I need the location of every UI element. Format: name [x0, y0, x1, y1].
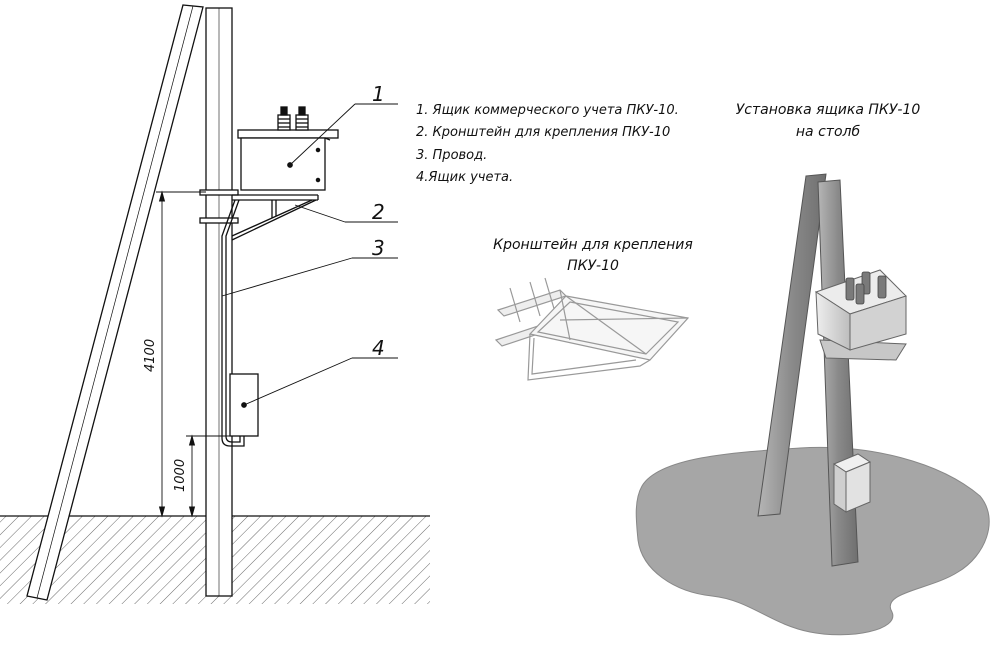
- strut-edge-line: [36, 5, 194, 599]
- ground-shadow: [635, 446, 990, 636]
- render-meter-box: [832, 453, 872, 513]
- install-caption-line1: Установка ящика ПКУ-10: [736, 102, 921, 118]
- pku-10-box: [237, 106, 339, 191]
- insulator-left-icon: [277, 106, 291, 131]
- legend-item-2: 2. Кронштейн для крепления ПКУ-10: [416, 125, 670, 140]
- render-pku-box: [814, 269, 907, 351]
- bracket-caption-line2: ПКУ-10: [567, 258, 619, 274]
- render-strut-pole: [757, 173, 827, 517]
- insulator-right-icon: [295, 106, 309, 131]
- callout-2: 2: [372, 200, 385, 224]
- bracket-caption-line1: Кронштейн для крепления: [493, 237, 693, 253]
- legend-item-4: 4.Ящик учета.: [416, 170, 513, 185]
- callout-3: 3: [372, 236, 385, 260]
- dimension-label-total: 4100: [143, 339, 158, 372]
- legend-item-3: 3. Провод.: [416, 148, 487, 163]
- dimension-lines: [156, 190, 230, 518]
- callout-4: 4: [372, 336, 385, 360]
- callout-1: 1: [372, 82, 385, 106]
- wire: [221, 199, 245, 447]
- bracket-3d-illustration: [494, 277, 690, 381]
- leader-lines: [221, 103, 398, 406]
- legend-item-1: 1. Ящик коммерческого учета ПКУ-10.: [416, 103, 679, 118]
- render-insulators-icon: [845, 271, 887, 305]
- dimension-label-box: 1000: [173, 459, 188, 492]
- legend: 1. Ящик коммерческого учета ПКУ-10. 2. К…: [416, 103, 679, 185]
- install-caption-line2: на столб: [796, 124, 861, 140]
- technical-drawing: [0, 4, 430, 604]
- bracket: [231, 194, 319, 241]
- pole-clamp-lower: [199, 217, 239, 224]
- pole-clamp-upper: [199, 189, 239, 196]
- installation-3d-render: [635, 173, 990, 636]
